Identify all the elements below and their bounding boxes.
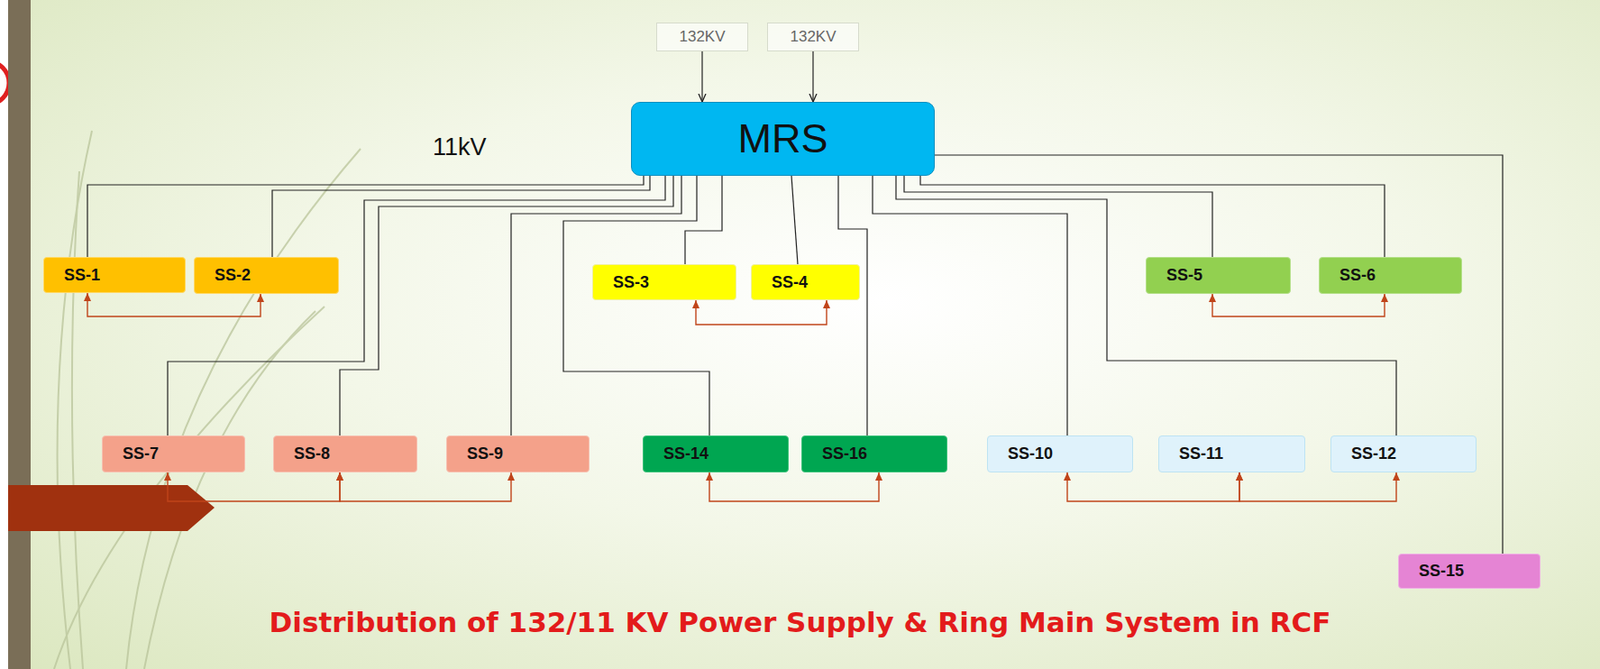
node-label: SS-14 [663, 444, 709, 464]
left-strip [8, 0, 31, 669]
red-arrow-shape [8, 484, 215, 531]
node-label: SS-4 [771, 273, 808, 293]
voltage-label: 11kV [432, 133, 487, 162]
ring-main-link [339, 472, 512, 502]
node-label: SS-2 [214, 265, 251, 285]
node-label: SS-6 [1339, 265, 1376, 285]
feeder-line [872, 175, 1068, 436]
ring-main-link [1239, 472, 1397, 502]
feeder-line [272, 175, 650, 257]
node-label: 132KV [678, 27, 725, 46]
main-substation-box: MRS [630, 101, 935, 176]
feeder-line [563, 175, 710, 436]
substation-box: SS-3 [592, 264, 737, 301]
swoosh-curves [54, 130, 361, 669]
node-label: SS-15 [1418, 561, 1464, 581]
substation-box: SS-12 [1330, 435, 1477, 473]
feeder-line [685, 175, 723, 265]
substation-box: SS-10 [987, 435, 1134, 473]
node-label: SS-5 [1166, 265, 1203, 285]
substation-box: SS-7 [101, 435, 246, 473]
node-label: SS-1 [64, 265, 101, 285]
ring-main-link [1212, 293, 1385, 317]
feeder-line [511, 175, 682, 436]
feeder-line [934, 155, 1503, 554]
feeder-line [167, 175, 666, 436]
slide-caption: Distribution of 132/11 KV Power Supply &… [0, 605, 1600, 639]
feeder-line [838, 175, 868, 436]
node-label: MRS [738, 115, 829, 163]
substation-box: SS-14 [642, 435, 789, 473]
node-label: SS-8 [293, 444, 330, 464]
ring-main-link [87, 292, 261, 317]
node-label: SS-7 [122, 444, 159, 464]
substation-box: SS-4 [750, 264, 860, 301]
substation-box: SS-5 [1145, 256, 1291, 294]
red-ring [0, 61, 10, 105]
substation-box: SS-6 [1318, 256, 1463, 294]
feeder-line [896, 175, 1397, 436]
ring-main-link [695, 300, 827, 325]
substation-box: SS-11 [1158, 435, 1306, 473]
feeder-line [791, 175, 798, 265]
ring-main-link [167, 472, 340, 502]
node-label: SS-12 [1351, 444, 1397, 464]
node-label: SS-16 [822, 444, 868, 464]
node-label: SS-11 [1179, 444, 1224, 464]
ring-main-link [1067, 472, 1240, 502]
ring-main-link [709, 472, 879, 502]
supply-box: 132KV [656, 22, 749, 52]
feeder-line [904, 175, 1213, 257]
substation-box: SS-8 [273, 435, 418, 473]
node-label: 132KV [789, 27, 836, 46]
feeder-line [701, 51, 703, 102]
node-label: SS-3 [612, 273, 650, 293]
substation-box: SS-9 [446, 435, 590, 473]
substation-box: SS-16 [801, 435, 948, 473]
substation-box: SS-2 [193, 256, 339, 294]
feeder-line [87, 175, 644, 257]
supply-box: 132KV [767, 22, 860, 52]
substation-box: SS-15 [1398, 553, 1541, 589]
feeder-line [339, 175, 674, 436]
feeder-line [920, 175, 1385, 257]
substation-box: SS-1 [43, 256, 186, 293]
node-label: SS-10 [1007, 444, 1053, 464]
feeder-line [812, 51, 814, 102]
node-label: SS-9 [466, 444, 503, 464]
